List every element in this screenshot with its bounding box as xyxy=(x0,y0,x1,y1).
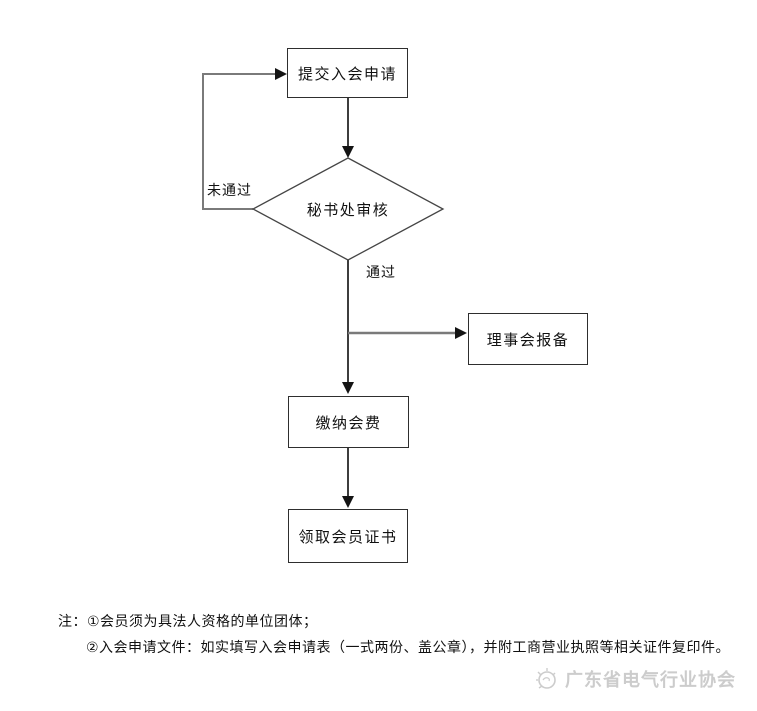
node-receive-certificate: 领取会员证书 xyxy=(288,509,408,563)
node-submit-application-label: 提交入会申请 xyxy=(297,65,397,83)
association-logo-icon xyxy=(536,668,556,689)
node-pay-fee: 缴纳会费 xyxy=(288,396,409,448)
note-line-1: 注：①会员须为具法人资格的单位团体； xyxy=(58,613,318,629)
edge-fail-loop xyxy=(202,73,277,210)
edge-submit-review-arrowhead xyxy=(342,146,354,158)
node-receive-certificate-label: 领取会员证书 xyxy=(298,528,398,546)
edge-fee-cert-arrowhead xyxy=(342,496,354,508)
node-secretariat-review: 秘书处审核 xyxy=(278,195,418,223)
edge-fail-arrowhead xyxy=(275,68,287,80)
node-pay-fee-label: 缴纳会费 xyxy=(315,414,382,432)
association-watermark: 广东省电气行业协会 xyxy=(533,665,736,693)
node-board-filing: 理事会报备 xyxy=(468,313,588,365)
edge-review-fee-arrowhead xyxy=(342,382,354,394)
edge-label-fail: 未通过 xyxy=(207,182,252,198)
node-secretariat-review-label: 秘书处审核 xyxy=(306,201,390,219)
node-submit-application: 提交入会申请 xyxy=(287,48,408,98)
node-board-filing-label: 理事会报备 xyxy=(486,331,570,349)
edge-branch-board-arrowhead xyxy=(455,327,467,339)
note-line-2: ②入会申请文件：如实填写入会申请表（一式两份、盖公章），并附工商营业执照等相关证… xyxy=(86,639,731,655)
association-name: 广东省电气行业协会 xyxy=(565,670,736,690)
edge-label-pass: 通过 xyxy=(366,264,396,280)
